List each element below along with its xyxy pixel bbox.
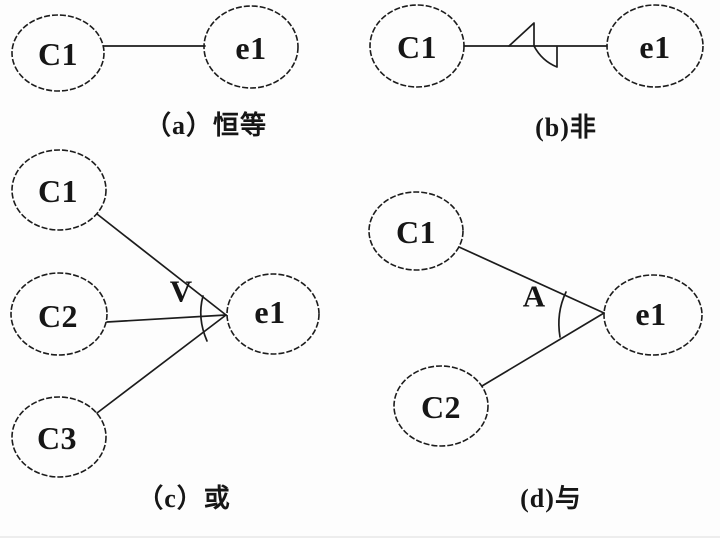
caption-c-or: （c）或 — [137, 484, 231, 513]
node-label-c-c2: C2 — [37, 298, 79, 334]
node-label-d-e1: e1 — [635, 296, 667, 332]
edge-c-c2-e1 — [106, 314, 227, 323]
node-circle-a-c1 — [11, 14, 105, 92]
node-label-d-c1: C1 — [395, 214, 437, 250]
node-circle-c-c2 — [10, 272, 108, 356]
node-circle-d-c1 — [368, 191, 464, 271]
node-label-a-e1: e1 — [235, 30, 267, 66]
edge-c-c1-e1 — [96, 213, 227, 316]
or-operator-label: V — [169, 273, 193, 309]
caption-d-and: (d)与 — [520, 484, 582, 513]
node-label-a-c1: C1 — [37, 36, 79, 72]
edge-c-c3-e1 — [96, 314, 227, 414]
caption-b-not: (b)非 — [535, 113, 597, 142]
node-circle-c-c3 — [11, 396, 107, 478]
edge-d-c2-e1 — [481, 312, 605, 387]
node-circle-a-e1 — [203, 5, 299, 89]
and-operator-label: A — [522, 278, 546, 314]
node-label-b-e1: e1 — [639, 29, 671, 65]
panel-d-and — [368, 191, 703, 447]
panel-c-or — [10, 149, 320, 478]
node-label-c-c3: C3 — [36, 420, 78, 456]
node-circle-b-c1 — [369, 4, 465, 88]
caption-a-identity: （a）恒等 — [144, 111, 268, 140]
node-circle-d-e1 — [603, 274, 703, 356]
node-circle-d-c2 — [393, 365, 489, 447]
node-label-c-c1: C1 — [37, 173, 79, 209]
and-arc — [558, 291, 567, 338]
node-label-c-e1: e1 — [254, 294, 286, 330]
node-circle-c-c1 — [11, 149, 107, 231]
or-arc — [199, 295, 208, 342]
node-label-b-c1: C1 — [396, 29, 438, 65]
node-label-d-c2: C2 — [420, 389, 462, 425]
node-circle-c-e1 — [226, 273, 320, 355]
not-mark — [508, 22, 558, 68]
node-circle-b-e1 — [606, 4, 704, 88]
edge-d-c1-e1 — [458, 246, 605, 314]
panel-a-identity — [11, 5, 299, 92]
panel-b-not — [369, 4, 704, 88]
